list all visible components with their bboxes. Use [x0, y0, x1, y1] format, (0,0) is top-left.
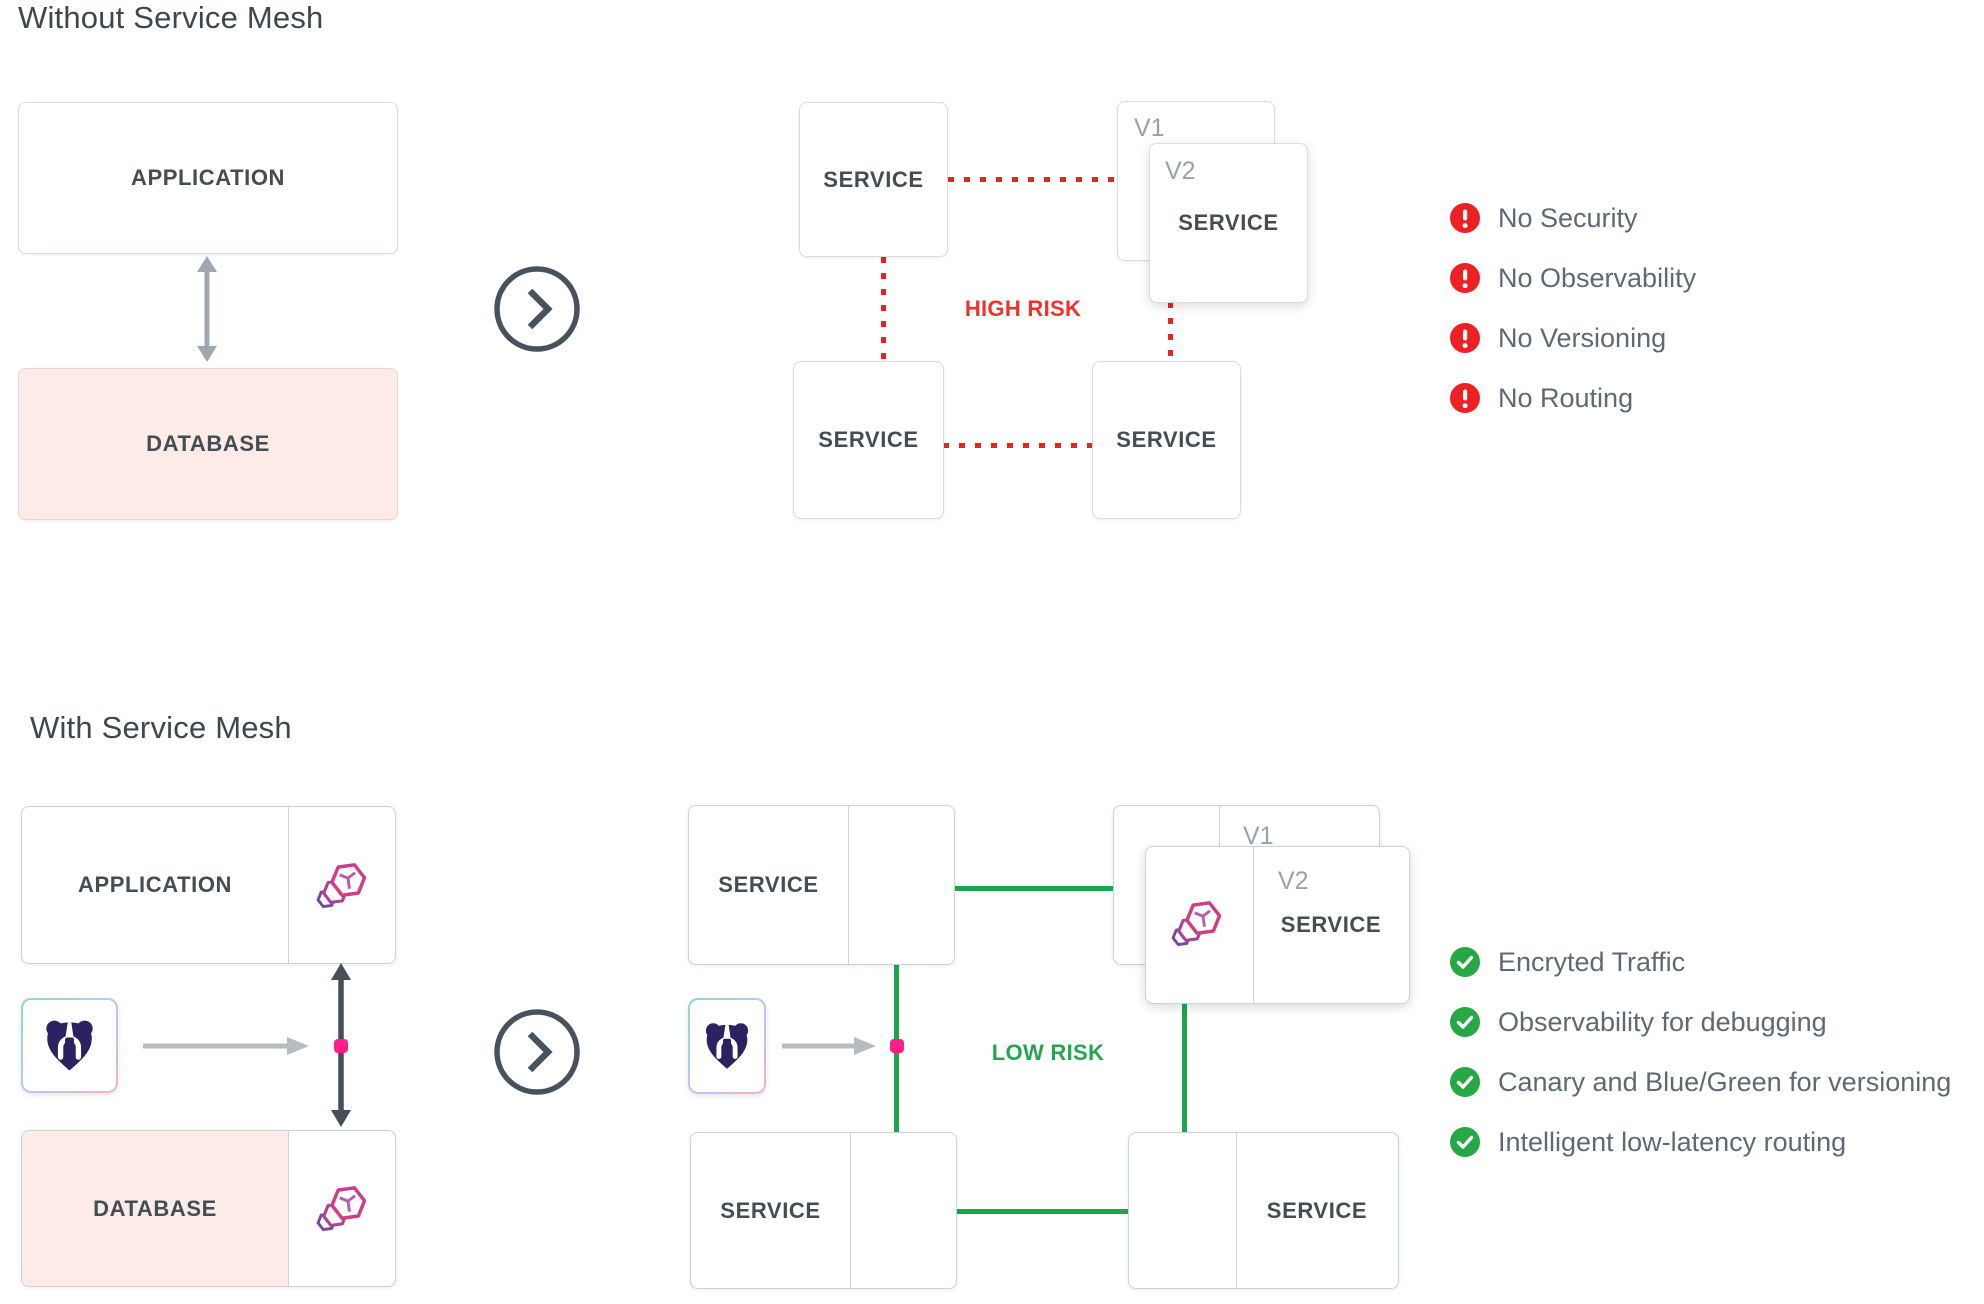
v2-label: V2	[1278, 867, 1309, 895]
sidecar-divider	[850, 1133, 851, 1288]
mesh-control-plane-box	[21, 998, 118, 1093]
service-label: SERVICE	[823, 166, 924, 192]
high-risk-label: HIGH RISK	[964, 296, 1082, 321]
database-box-meshed: DATABASE	[21, 1130, 396, 1287]
check-icon	[1450, 1067, 1480, 1097]
green-connection	[955, 1209, 1128, 1214]
service-box-meshed: SERVICE	[690, 1132, 957, 1289]
service-box-meshed: SERVICE	[688, 805, 955, 965]
database-label: DATABASE	[93, 1195, 217, 1221]
red-dotted-connection	[881, 257, 886, 361]
check-icon	[1450, 1127, 1480, 1157]
benefits-list: Encryted Traffic Observability for debug…	[1450, 932, 1951, 1172]
mesh-traffic-dot	[890, 1039, 904, 1053]
database-label: DATABASE	[146, 431, 270, 456]
benefit-text: Observability for debugging	[1498, 1006, 1827, 1037]
bear-inner	[690, 1000, 764, 1092]
chevron-right-circle-icon	[493, 1008, 581, 1096]
alert-icon	[1450, 263, 1480, 293]
service-box: SERVICE	[799, 102, 948, 257]
section-title-with-mesh: With Service Mesh	[30, 710, 292, 745]
service-label: SERVICE	[818, 427, 919, 452]
application-box-meshed: APPLICATION	[21, 806, 396, 964]
mesh-sidecar-icon	[312, 1178, 370, 1236]
issues-list: No Security No Observability No Versioni…	[1450, 188, 1696, 428]
mesh-traffic-dot	[334, 1039, 348, 1053]
service-label: SERVICE	[1280, 912, 1382, 937]
arrow-right-icon	[782, 1037, 876, 1055]
arrow-right-icon	[143, 1037, 309, 1055]
alert-icon	[1450, 383, 1480, 413]
application-label: APPLICATION	[130, 165, 286, 190]
service-label: SERVICE	[1178, 210, 1279, 235]
sidecar-divider	[288, 1131, 289, 1286]
benefit-text: Canary and Blue/Green for versioning	[1498, 1066, 1952, 1097]
v1-label: V1	[1134, 114, 1165, 142]
service-box: SERVICE	[793, 361, 944, 519]
list-item: Canary and Blue/Green for versioning	[1450, 1052, 1951, 1112]
v2-label: V2	[1165, 157, 1196, 185]
service-label: SERVICE	[1116, 427, 1217, 452]
list-item: No Security	[1450, 188, 1696, 248]
mesh-sidecar-icon	[1167, 893, 1225, 951]
list-item: No Routing	[1450, 368, 1696, 428]
sidecar-divider	[288, 807, 289, 963]
check-icon	[1450, 947, 1480, 977]
application-label: APPLICATION	[77, 872, 233, 897]
alert-icon	[1450, 203, 1480, 233]
red-dotted-connection	[948, 177, 1117, 182]
check-icon	[1450, 1007, 1480, 1037]
issue-text: No Routing	[1498, 382, 1634, 413]
red-dotted-connection	[1168, 302, 1173, 361]
issue-text: No Observability	[1498, 262, 1697, 293]
list-item: Encryted Traffic	[1450, 932, 1951, 992]
list-item: No Versioning	[1450, 308, 1696, 368]
v1-label: V1	[1243, 822, 1274, 850]
service-label: SERVICE	[720, 1197, 821, 1223]
low-risk-label: LOW RISK	[991, 1040, 1105, 1065]
service-label: SERVICE	[1266, 1197, 1368, 1223]
issue-text: No Security	[1498, 202, 1638, 233]
kuma-bear-icon	[41, 1017, 98, 1074]
chevron-right-circle-icon	[493, 265, 581, 353]
service-v2-box: V2 SERVICE	[1149, 143, 1308, 303]
green-connection	[1182, 1002, 1187, 1132]
database-pink-fill	[22, 1131, 288, 1286]
green-connection	[953, 886, 1113, 891]
list-item: Observability for debugging	[1450, 992, 1951, 1052]
sidecar-divider	[848, 806, 849, 964]
mesh-control-plane-box	[688, 998, 766, 1094]
sidecar-divider	[1236, 1133, 1237, 1288]
sidecar-divider	[1253, 847, 1254, 1003]
mesh-sidecar-icon	[312, 855, 370, 913]
double-arrow-vertical-icon	[197, 256, 217, 362]
kuma-bear-icon	[701, 1020, 753, 1072]
benefit-text: Intelligent low-latency routing	[1498, 1126, 1847, 1157]
bear-inner	[23, 1000, 116, 1091]
list-item: No Observability	[1450, 248, 1696, 308]
service-label: SERVICE	[718, 872, 819, 897]
benefit-text: Encryted Traffic	[1498, 946, 1686, 977]
alert-icon	[1450, 323, 1480, 353]
red-dotted-connection	[943, 443, 1092, 448]
database-box: DATABASE	[18, 368, 398, 520]
service-box: SERVICE	[1092, 361, 1241, 519]
service-box-meshed: SERVICE	[1128, 1132, 1399, 1289]
issue-text: No Versioning	[1498, 322, 1667, 353]
section-title-without-mesh: Without Service Mesh	[18, 0, 324, 35]
list-item: Intelligent low-latency routing	[1450, 1112, 1951, 1172]
application-box: APPLICATION	[18, 102, 398, 254]
